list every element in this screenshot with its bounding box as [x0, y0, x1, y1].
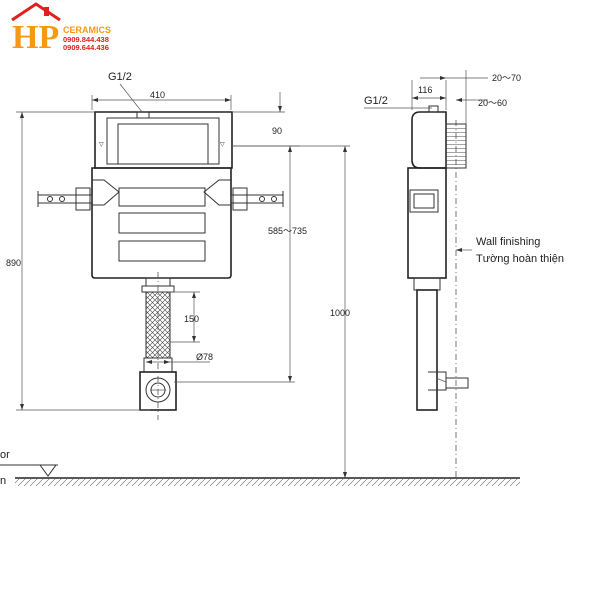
dim-20-60: 20～60 [478, 98, 507, 108]
dim-78: Ø78 [196, 352, 213, 362]
level-mark-icon [39, 464, 57, 477]
brand-logo: HP CERAMICS 0909.844.438 0909.644.436 [11, 2, 111, 56]
g12-label-front: G1/2 [108, 71, 132, 83]
dim-410: 410 [150, 90, 165, 100]
dim-1000: 1000 [330, 308, 350, 318]
floor-label-en: or [0, 449, 10, 461]
front-view: ▽ ▽ [6, 71, 350, 478]
left-wall-bracket [37, 187, 93, 211]
logo-phone-2: 0909.644.436 [63, 43, 109, 52]
dim-90: 90 [272, 126, 282, 136]
cistern-top-frame [94, 111, 233, 169]
cistern-body [91, 167, 232, 279]
logo-brand: CERAMICS [63, 25, 111, 35]
dim-150: 150 [184, 314, 199, 324]
dim-20-70: 20～70 [492, 73, 521, 83]
side-frame-ribs [445, 123, 467, 169]
g12-label-side: G1/2 [364, 95, 388, 107]
floor-label-vn: n [0, 475, 6, 487]
dim-890: 890 [6, 258, 21, 268]
logo-phone-1: 0909.844.438 [63, 35, 109, 44]
wall-label-vn: Tường hoàn thiện [476, 253, 564, 265]
right-wall-bracket [230, 187, 284, 211]
side-cistern-body [407, 167, 447, 279]
inlet-g12-front [136, 111, 150, 119]
panel-slot-3 [118, 240, 206, 262]
wall-label-en: Wall finishing [476, 236, 540, 248]
side-outlet [445, 377, 469, 389]
svg-text:▽: ▽ [220, 142, 225, 148]
dim-585-735: 585～735 [268, 226, 307, 236]
side-cistern-top [411, 111, 447, 169]
logo-chimney-icon [44, 7, 49, 16]
left-chevron [92, 179, 120, 206]
side-flush-pipe [416, 289, 438, 411]
logo-letters: HP [12, 19, 59, 56]
inlet-g12-side [428, 105, 439, 113]
panel-slot-1 [118, 187, 206, 207]
svg-text:▽: ▽ [99, 142, 104, 148]
panel-slot-2 [118, 212, 206, 234]
access-opening [106, 117, 220, 165]
right-chevron [203, 179, 231, 206]
logo-roof-icon [11, 2, 61, 22]
floor-line: or n [0, 449, 520, 487]
dim-116: 116 [418, 85, 432, 95]
side-view: G1/2 116 20～70 20～60 Wall finishing Tườn… [364, 70, 564, 478]
